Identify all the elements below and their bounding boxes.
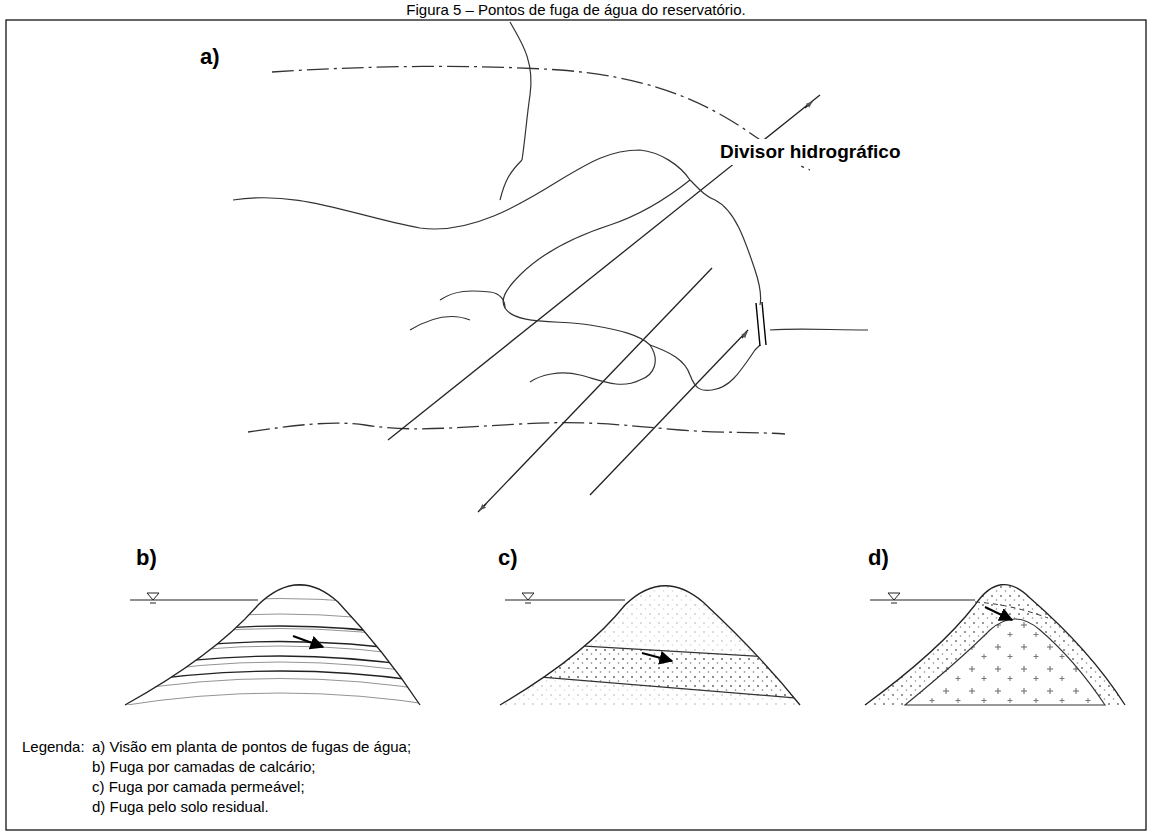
legend-heading: Legenda: — [22, 738, 85, 755]
legend-text: a) Visão em planta de pontos de fugas de… — [92, 738, 411, 755]
reservoir-outline — [233, 22, 868, 390]
legend-text: b) Fuga por camadas de calcário; — [92, 758, 315, 775]
panel-letter: d) — [868, 545, 889, 570]
legend-text: c) Fuga por camada permeável; — [92, 778, 305, 795]
legend-text: d) Fuga pelo solo residual. — [92, 798, 269, 815]
legend-entry: a) Visão em planta de pontos de fugas de… — [92, 738, 411, 755]
panel-letter: c) — [498, 545, 518, 570]
panel-letter: b) — [136, 545, 157, 570]
divide-label: Divisor hidrográfico — [716, 139, 905, 165]
section-residual-soil — [865, 585, 1125, 705]
water-divide — [248, 66, 810, 434]
legend-entry: b) Fuga por camadas de calcário; — [92, 758, 315, 775]
panel-letter: a) — [200, 44, 220, 69]
dam-symbol — [756, 302, 766, 346]
legend-entry: c) Fuga por camada permeável; — [92, 778, 305, 795]
legend-entry: d) Fuga pelo solo residual. — [92, 798, 269, 815]
section-limestone — [120, 585, 440, 706]
section-permeable — [480, 560, 820, 710]
frame — [6, 20, 1146, 830]
figure-title: Figura 5 – Pontos de fuga de água do res… — [0, 1, 1152, 18]
